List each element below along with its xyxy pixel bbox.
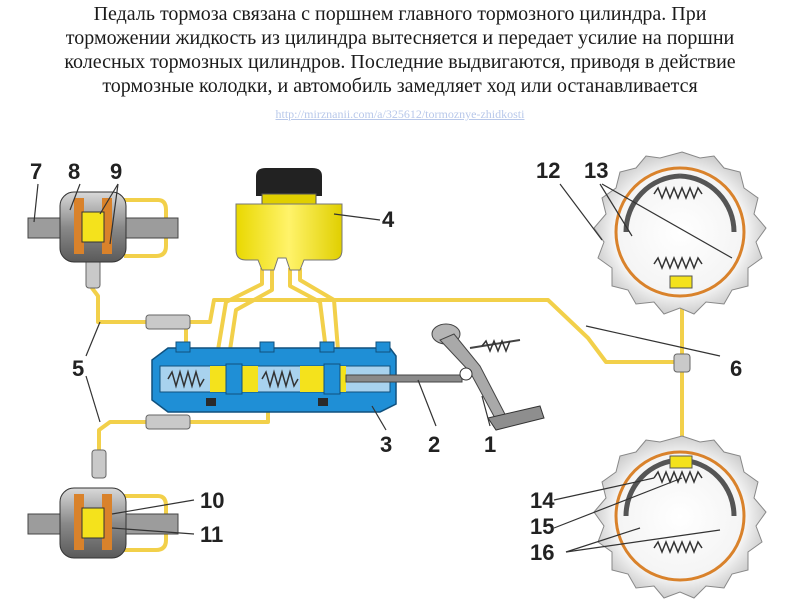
leader-12	[559, 183, 603, 241]
label-8: 8	[68, 159, 80, 184]
wheel-cylinder-upper	[669, 275, 693, 289]
caption-line-4: тормозные колодки, и автомобиль замедляе…	[102, 75, 698, 97]
pedal-foot	[487, 405, 545, 431]
drum-brake-upper	[593, 151, 767, 315]
drum-plate-lower	[593, 435, 767, 599]
master-cylinder	[151, 341, 463, 413]
label-9: 9	[110, 159, 122, 184]
label-13: 13	[584, 158, 608, 183]
mc-piston-1	[225, 363, 243, 395]
mc-bolt-b	[318, 398, 328, 406]
leader-13a	[599, 183, 633, 237]
pipe-fittings	[85, 257, 691, 479]
shoe-upper-right	[679, 173, 737, 233]
front-brake-upper	[27, 191, 179, 263]
label-14: 14	[530, 488, 555, 513]
label-10: 10	[200, 488, 224, 513]
leader-10	[111, 499, 195, 515]
leader-16b	[565, 529, 721, 553]
number-labels: 7 8 9 4 5 3 2 1 6 12 13 10 11 14 15 16	[30, 158, 742, 565]
reservoir-cap	[256, 168, 322, 196]
wheel-cylinder-lower	[669, 455, 693, 469]
label-1: 1	[484, 432, 496, 457]
mc-spring-2	[261, 369, 299, 389]
leader-5b	[85, 375, 101, 423]
mc-rod	[345, 374, 463, 383]
mc-bolt-a	[206, 398, 216, 406]
mc-port-mid	[259, 341, 275, 353]
leader-11	[111, 527, 195, 535]
pipe-rear-main	[190, 298, 678, 364]
label-11: 11	[200, 522, 223, 547]
label-2: 2	[428, 432, 440, 457]
reservoir-body	[235, 203, 343, 271]
fitting-upper	[145, 314, 191, 330]
source-link[interactable]: http://mirznanii.com/a/325612/tormoznye-…	[275, 107, 525, 121]
pad-lower-b	[102, 494, 112, 550]
drum-ring-upper	[614, 166, 746, 298]
mc-port-far	[375, 341, 391, 353]
leader-8	[69, 183, 81, 211]
drum-spring-top-upper	[653, 185, 703, 201]
fitting-lower	[145, 414, 191, 430]
label-15: 15	[530, 514, 554, 539]
leader-16a	[565, 527, 641, 553]
brake-pedal	[431, 323, 545, 431]
leader-lines	[33, 183, 733, 553]
label-6: 6	[730, 356, 742, 381]
label-7: 7	[30, 159, 42, 184]
pad-upper-a	[74, 198, 84, 254]
leader-9a	[99, 183, 119, 215]
leader-5a	[85, 321, 101, 357]
piston-lower	[81, 507, 105, 539]
pad-upper-b	[102, 198, 112, 254]
tee-rear	[673, 353, 691, 373]
drum-brake-lower	[593, 435, 767, 599]
drum-spring-bot-lower	[653, 539, 703, 555]
fitting-front-bot	[91, 449, 107, 479]
pipe-reservoir-left	[216, 268, 264, 351]
return-spring	[481, 338, 511, 354]
fluid-reservoir	[235, 168, 343, 271]
label-16: 16	[530, 540, 554, 565]
reservoir-neck	[261, 193, 317, 205]
pad-lower-a	[74, 494, 84, 550]
label-5: 5	[72, 356, 84, 381]
pipe-reservoir-right2	[298, 268, 340, 351]
shoe-upper-left	[623, 173, 681, 233]
mc-piston-2	[323, 363, 341, 395]
mc-port-right	[319, 341, 335, 353]
leader-9b	[109, 183, 119, 245]
drum-spring-bot-upper	[653, 255, 703, 271]
caption-line-2: торможении жидкость из цилиндра вытесняе…	[65, 27, 735, 49]
leader-15	[553, 477, 683, 529]
drum-ring-lower	[614, 450, 746, 582]
caption-line-1: Педаль тормоза связана с поршнем главног…	[93, 3, 707, 25]
drum-spring-top-lower	[653, 469, 703, 485]
leader-1	[481, 395, 491, 427]
pipe-reservoir-left2	[228, 268, 274, 351]
leader-4	[333, 213, 381, 221]
leader-2	[417, 379, 437, 427]
caption-line-3: колесных тормозных цилиндров. Последние …	[64, 51, 736, 73]
mc-port-left	[175, 341, 191, 353]
leader-13b	[601, 183, 733, 259]
pedal-joint	[459, 367, 473, 381]
label-12: 12	[536, 158, 560, 183]
pipe-reservoir-right	[288, 268, 328, 351]
leader-7	[33, 183, 39, 223]
mc-spring-1	[167, 369, 205, 389]
leader-3	[371, 405, 387, 431]
leader-14	[553, 477, 655, 501]
leader-6	[585, 325, 721, 357]
label-3: 3	[380, 432, 392, 457]
piston-upper	[81, 211, 105, 243]
pipe-front-lower	[97, 420, 148, 468]
label-4: 4	[382, 207, 395, 232]
front-brake-lower	[27, 487, 179, 559]
caption-text: Педаль тормоза связана с поршнем главног…	[0, 2, 800, 98]
